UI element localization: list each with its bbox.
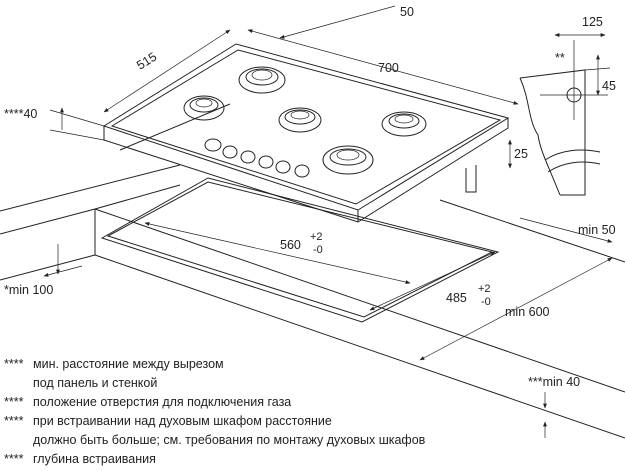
legend-text-1: мин. расстояние между вырезом <box>33 357 224 371</box>
dim-560-tol-minus: -0 <box>313 244 323 256</box>
legend-mark-1: **** <box>4 357 24 371</box>
dim-560-tol-plus: +2 <box>310 231 323 243</box>
dim-515: 515 <box>134 50 159 73</box>
dim-560: 560 <box>280 238 301 252</box>
dim-min50: min 50 <box>578 223 616 237</box>
dim-45: 45 <box>602 79 616 93</box>
legend: **** мин. расстояние между вырезом под п… <box>4 357 426 466</box>
dim-485: 485 <box>446 291 467 305</box>
dim-4star-40: ****40 <box>4 107 37 121</box>
dim-min600: min 600 <box>505 305 550 319</box>
burner-right <box>381 111 427 137</box>
legend-text-4: при встраивании над духовым шкафом расст… <box>33 414 332 428</box>
dim-min100: *min 100 <box>4 283 53 297</box>
hob <box>102 43 510 223</box>
legend-mark-4: **** <box>4 414 24 428</box>
burner-mid-left <box>183 95 225 121</box>
dim-2star: ** <box>555 51 565 65</box>
legend-text-2: под панель и стенкой <box>33 376 157 390</box>
legend-text-6: глубина встраивания <box>33 452 156 466</box>
burner-back-left <box>238 66 286 94</box>
dim-min40: ***min 40 <box>528 375 580 389</box>
dimension-lines <box>43 5 613 438</box>
legend-mark-3: **** <box>4 395 24 409</box>
dim-485-tol-plus: +2 <box>478 283 491 295</box>
legend-mark-6: **** <box>4 452 24 466</box>
control-knobs <box>204 138 310 178</box>
dim-485-tol-minus: -0 <box>481 296 491 308</box>
dim-700: 700 <box>378 61 399 75</box>
dim-125: 125 <box>582 15 603 29</box>
legend-text-3: положение отверстия для подключения газа <box>33 395 291 409</box>
burners <box>183 66 427 175</box>
legend-text-5: должно быть больше; см. требования по мо… <box>33 433 426 447</box>
burner-front <box>322 145 374 175</box>
dim-25: 25 <box>514 147 528 161</box>
gas-inlet-detail <box>519 33 611 196</box>
burner-center <box>278 107 322 133</box>
dim-50-top: 50 <box>400 5 414 19</box>
